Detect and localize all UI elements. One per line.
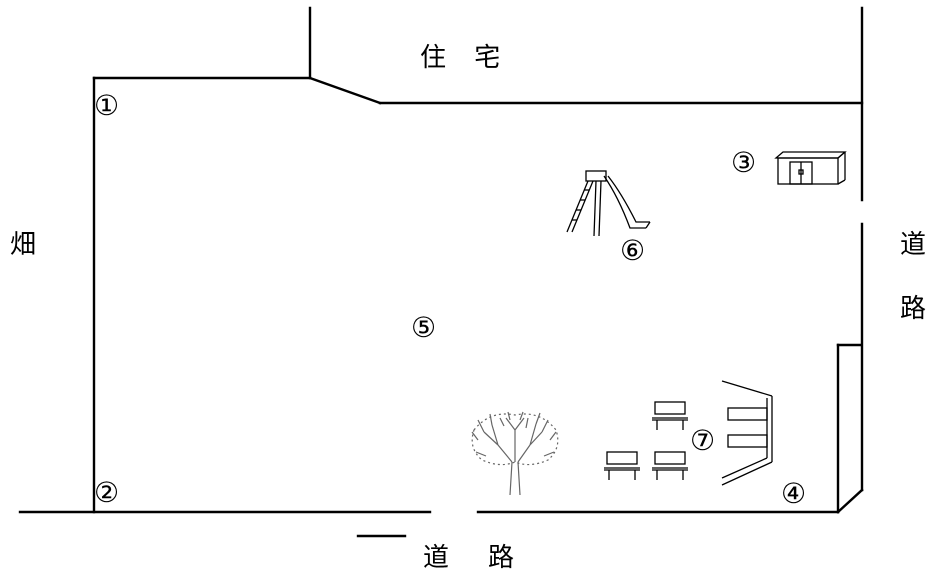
bench-icon — [604, 451, 640, 480]
field-label: 畑 — [10, 230, 36, 260]
bottom-road-label-1: 道 — [423, 543, 449, 573]
marker-2: ② — [94, 476, 119, 509]
tree-icon — [471, 411, 559, 496]
site-boundary — [18, 6, 864, 538]
residential-label: 住 宅 — [420, 43, 510, 73]
marker-6: ⑥ — [620, 234, 645, 267]
marker-7: ⑦ — [690, 424, 715, 457]
right-road-label-1: 道 — [900, 230, 926, 260]
right-road-label-2: 路 — [900, 294, 926, 324]
bottom-road-label-2: 路 — [488, 543, 514, 573]
marker-3: ③ — [731, 146, 756, 179]
marker-5: ⑤ — [411, 311, 436, 344]
bench-icon — [652, 401, 688, 430]
storage-shed-icon — [774, 151, 847, 185]
marker-1: ① — [94, 89, 119, 122]
bench-icon — [652, 451, 688, 480]
slide-icon — [566, 170, 651, 237]
marker-4: ④ — [781, 477, 806, 510]
planter-rack-icon — [721, 380, 773, 486]
